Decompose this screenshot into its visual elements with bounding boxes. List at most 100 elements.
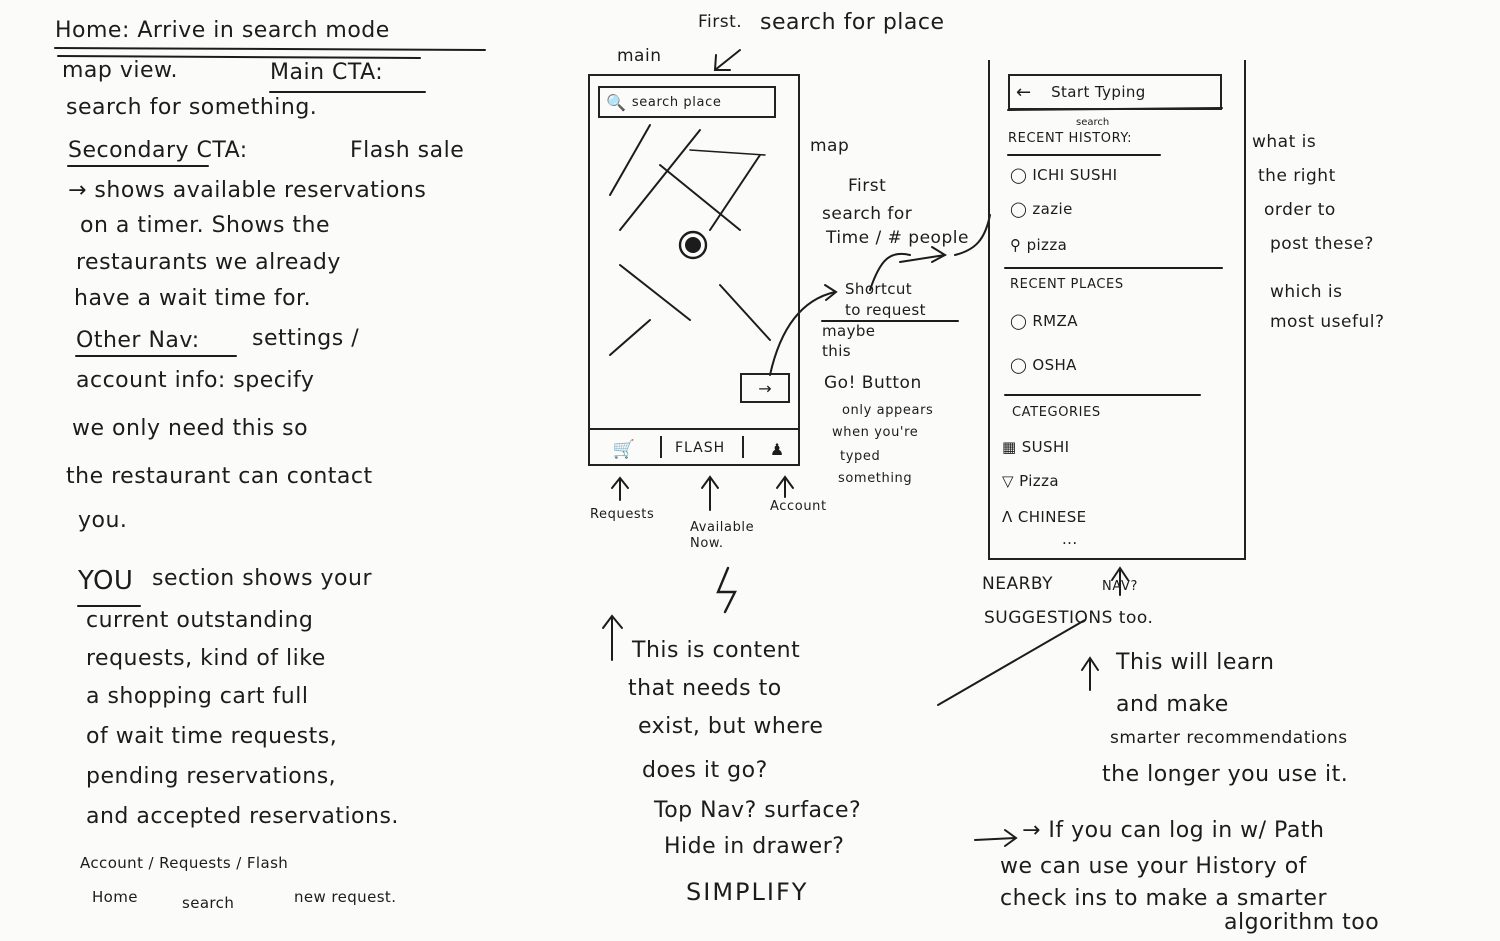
simplify-note: SIMPLIFY — [686, 878, 809, 906]
suggestions-note: SUGGESTIONS too. — [984, 608, 1154, 628]
note-line: the restaurant can contact — [66, 464, 373, 489]
question-note: exist, but where — [638, 714, 824, 739]
note-line: Other Nav: — [76, 328, 200, 353]
shortcut-note: Shortcut — [845, 280, 913, 298]
search-placeholder: search place — [631, 94, 722, 110]
nearby-note: NEARBY — [982, 574, 1054, 594]
go-button-note: only appears — [842, 403, 934, 418]
back-arrow-icon: ← — [1016, 81, 1032, 103]
location-pin-icon: ◯ — [1010, 200, 1028, 218]
more-ellipsis: ... — [1062, 530, 1078, 548]
chopsticks-icon: Λ — [1002, 508, 1013, 526]
tab-separator — [742, 436, 744, 458]
note-line: Account / Requests / Flash — [80, 854, 289, 872]
caption-available-now: Available Now. — [690, 520, 755, 552]
start-typing-input[interactable]: ← Start Typing — [1008, 74, 1222, 110]
go-button-note: when you're — [832, 425, 919, 440]
recent-places-title: RECENT PLACES — [1010, 277, 1124, 292]
note-line: you. — [78, 508, 128, 533]
place-item[interactable]: ◯ RMZA — [1010, 312, 1078, 330]
home-heading: Home: Arrive in search mode — [55, 18, 390, 43]
learn-note: the longer you use it. — [1102, 762, 1349, 787]
cart-icon: 🛒 — [612, 438, 636, 460]
note-line: account info: specify — [76, 368, 315, 393]
shortcut-note: to request — [845, 301, 926, 319]
order-question: post these? — [1270, 234, 1374, 254]
main-screen-wireframe — [588, 74, 800, 466]
nav-question-note: NAV? — [1102, 579, 1138, 594]
history-small-label: search — [1076, 117, 1110, 128]
caption-requests: Requests — [590, 507, 655, 522]
note-line: search for something. — [66, 95, 318, 120]
tab-requests[interactable]: 🛒 — [600, 435, 648, 463]
note-line: requests, kind of like — [86, 646, 326, 671]
question-note: This is content — [632, 638, 801, 663]
first-search-note: search for — [822, 204, 913, 224]
search-for-place-label: search for place — [760, 10, 945, 35]
order-question: the right — [1258, 166, 1336, 186]
category-item[interactable]: ▦ SUSHI — [1002, 438, 1070, 456]
question-note: that needs to — [628, 676, 782, 701]
tabbar-divider — [590, 428, 798, 430]
start-typing-text: Start Typing — [1051, 83, 1146, 101]
order-question: what is — [1252, 132, 1317, 152]
question-note: does it go? — [642, 758, 768, 783]
note-line: we only need this so — [72, 416, 309, 441]
first-search-note: First — [848, 176, 887, 196]
category-item[interactable]: ▽ Pizza — [1002, 472, 1059, 490]
first-search-note: Time / # people — [826, 228, 969, 248]
place-item[interactable]: ◯ OSHA — [1010, 356, 1077, 374]
note-line: pending reservations, — [86, 764, 337, 789]
recent-history-title: RECENT HISTORY: — [1008, 131, 1133, 146]
map-label: map — [810, 136, 850, 156]
main-label: main — [617, 46, 662, 66]
note-line: new request. — [294, 888, 397, 906]
note-line: section shows your — [152, 566, 373, 591]
note-line: of wait time requests, — [86, 724, 338, 749]
learn-note: and make — [1116, 692, 1229, 717]
search-place-input[interactable]: 🔍 search place — [598, 86, 776, 118]
person-icon: ♟ — [769, 439, 785, 459]
note-line: → shows available reservations — [68, 178, 427, 203]
history-item[interactable]: ⚲ pizza — [1010, 236, 1068, 254]
note-line: on a timer. Shows the — [80, 213, 331, 238]
go-button-note: Go! Button — [824, 373, 922, 393]
learn-note: This will learn — [1116, 650, 1275, 675]
path-note: we can use your History of — [1000, 854, 1307, 879]
note-line: current outstanding — [86, 608, 314, 633]
shortcut-note: this — [822, 342, 851, 360]
tab-flash[interactable]: FLASH — [675, 440, 726, 456]
shortcut-note: maybe — [822, 322, 876, 340]
tab-separator — [660, 436, 662, 458]
note-line: map view. — [62, 58, 179, 83]
first-label: First. — [698, 12, 743, 32]
history-item[interactable]: ◯ ICHI SUSHI — [1010, 166, 1118, 184]
note-line: have a wait time for. — [74, 286, 312, 311]
note-line: search — [182, 894, 235, 912]
search-icon: ⚲ — [1010, 236, 1022, 254]
note-line: and accepted reservations. — [86, 804, 399, 829]
learn-note: smarter recommendations — [1110, 728, 1348, 748]
path-note: → If you can log in w/ Path — [1022, 818, 1325, 843]
history-item[interactable]: ◯ zazie — [1010, 200, 1073, 218]
note-line: restaurants we already — [76, 250, 341, 275]
note-line: YOU — [78, 566, 134, 596]
note-line: Home — [92, 888, 138, 906]
search-icon: 🔍 — [606, 92, 626, 112]
tab-account[interactable]: ♟ — [760, 435, 794, 463]
categories-title: CATEGORIES — [1012, 405, 1101, 420]
sushi-icon: ▦ — [1002, 438, 1017, 456]
order-question: which is — [1270, 282, 1343, 302]
order-question: order to — [1264, 200, 1336, 220]
category-item[interactable]: Λ CHINESE — [1002, 508, 1087, 526]
location-pin-icon: ◯ — [1010, 166, 1028, 184]
question-note: Top Nav? surface? — [654, 798, 862, 823]
search-screen-wireframe — [988, 60, 1246, 560]
note-line: a shopping cart full — [86, 684, 309, 709]
go-button[interactable]: → — [740, 373, 790, 403]
order-question: most useful? — [1270, 312, 1385, 332]
path-note: algorithm too — [1224, 910, 1380, 935]
caption-account: Account — [770, 499, 827, 514]
question-note: Hide in drawer? — [664, 834, 845, 859]
path-note: check ins to make a smarter — [1000, 886, 1327, 911]
